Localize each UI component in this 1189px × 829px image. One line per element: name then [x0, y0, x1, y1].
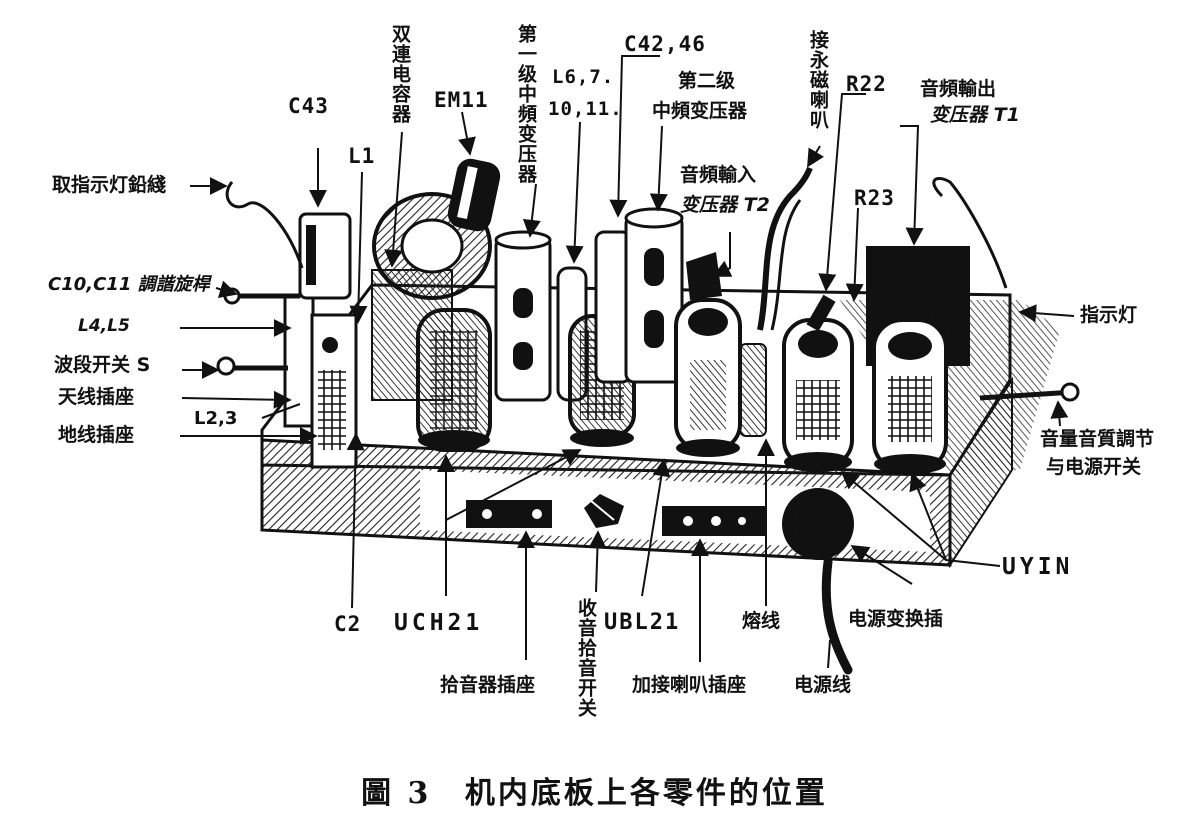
- label-ext-speaker-socket: 加接喇叭插座: [632, 674, 747, 696]
- uch21-tube: [416, 308, 492, 452]
- label-power-switch-plug: 电源变换插: [848, 608, 944, 630]
- em11-tube: [447, 158, 501, 232]
- label-pickup-socket: 拾音器插座: [440, 674, 536, 696]
- label-second-if-1: 第二级: [678, 70, 736, 92]
- label-second-if-2: 中頻变压器: [652, 100, 748, 122]
- label-fuse: 熔线: [742, 610, 781, 632]
- label-audio-out-xfmr-1: 音頻輸出: [920, 78, 997, 100]
- second-if-transformer: [594, 207, 684, 384]
- label-l2-3: L2,3: [194, 408, 238, 429]
- label-antenna-socket: 天线插座: [58, 386, 135, 408]
- label-em11: EM11: [434, 88, 489, 112]
- label-first-if: 第一级中頻变压器: [515, 24, 537, 184]
- label-radio-phono-switch: 收音拾音开关: [575, 598, 597, 718]
- label-c2: C2: [334, 612, 362, 636]
- lamp-lead-hook-right: [932, 177, 1008, 289]
- label-r22: R22: [846, 72, 887, 96]
- ext-speaker-socket-plate: [662, 506, 766, 536]
- label-l10-11: 10,11.: [548, 98, 623, 120]
- power-selector-plug: [782, 488, 854, 560]
- label-to-speaker: 接永磁喇叭: [807, 30, 829, 130]
- label-volume-tone-2: 与电源开关: [1046, 456, 1142, 478]
- shaft-rods-left: [216, 287, 300, 376]
- label-audio-out-xfmr-2: 变压器 T1: [930, 104, 1020, 126]
- first-if-transformer: [494, 230, 552, 402]
- label-uch21: UCH21: [394, 610, 484, 636]
- label-l1: L1: [348, 144, 376, 168]
- label-indicator-lamp: 指示灯: [1080, 304, 1138, 326]
- label-tuning-rod: C10,C11 調諧旋桿: [48, 274, 210, 295]
- leader-lines: [180, 55, 1075, 669]
- label-dual-capacitor: 双連电容器: [389, 24, 411, 124]
- label-ubl21: UBL21: [604, 610, 681, 635]
- pickup-socket-plate: [466, 500, 552, 528]
- lamp-lead-hook-left: [225, 181, 304, 269]
- label-r23: R23: [854, 186, 895, 210]
- fuse-holder: [739, 343, 767, 437]
- label-band-switch: 波段开关 S: [54, 354, 151, 376]
- label-c42-46: C42,46: [624, 32, 706, 56]
- r22-resistor: [806, 294, 836, 332]
- label-uyin: UYIN: [1002, 554, 1074, 580]
- volume-shaft: [979, 382, 1080, 402]
- label-volume-tone-1: 音量音質調节: [1040, 428, 1155, 450]
- radio-phono-switch-lever: [584, 494, 624, 528]
- ubl21-tube: [674, 298, 742, 457]
- label-audio-in-xfmr-1: 音頻輸入: [680, 164, 757, 186]
- label-audio-in-xfmr-2: 变压器 T2: [680, 194, 770, 216]
- figure-number: 圖 3: [361, 776, 432, 811]
- uy1n-tube-right: [872, 318, 948, 474]
- label-ground-socket: 地线插座: [58, 424, 135, 446]
- label-c43: C43: [288, 94, 329, 118]
- audio-input-transformer: [686, 252, 722, 300]
- label-indicator-lamp-lead: 取指示灯鉛綫: [52, 174, 167, 196]
- label-l6-7: L6,7.: [552, 66, 615, 88]
- label-l4-l5: L4,L5: [78, 316, 130, 336]
- power-cord-shape: [821, 557, 853, 675]
- uy1n-tube-left: [782, 318, 854, 472]
- speaker-leads: [757, 166, 813, 331]
- figure-title: 机内底板上各零件的位置: [464, 776, 828, 811]
- speaker-leads-2: [770, 199, 802, 331]
- figure-caption: 圖 3 机内底板上各零件的位置: [0, 768, 1189, 812]
- coil-unit-l4-l5: [283, 212, 358, 469]
- label-power-cord: 电源线: [794, 674, 852, 696]
